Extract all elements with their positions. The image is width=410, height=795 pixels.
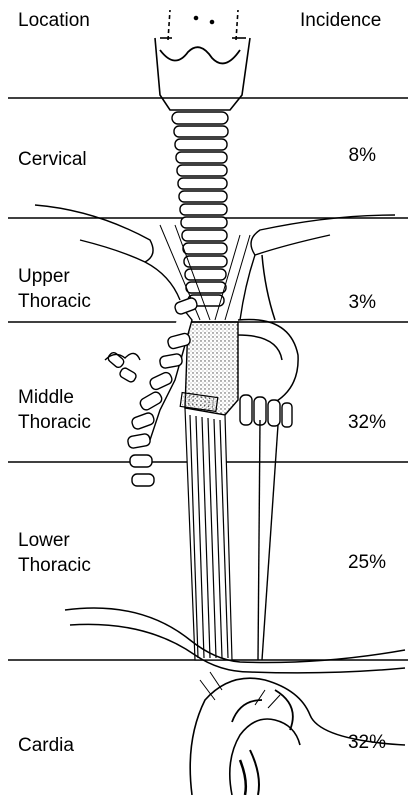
incidence-header: Incidence xyxy=(300,8,381,33)
zone-name-line: Lower xyxy=(18,528,91,553)
zone-label-lower-thoracic: Lower Thoracic xyxy=(18,528,91,578)
diaphragm-icon xyxy=(65,608,405,673)
zone-name-line: Cardia xyxy=(18,733,74,758)
trachea-rings xyxy=(172,112,228,306)
zone-name-line: Thoracic xyxy=(18,289,91,314)
zone-name-line: Middle xyxy=(18,385,91,410)
incidence-upper-thoracic: 3% xyxy=(286,290,376,315)
location-header: Location xyxy=(18,8,90,33)
bronchi-icon xyxy=(105,297,198,486)
zone-name-line: Thoracic xyxy=(18,410,91,435)
zone-name-line: Upper xyxy=(18,264,91,289)
descending-aorta-icon xyxy=(258,420,278,660)
zone-name-line: Cervical xyxy=(18,147,87,172)
zone-label-cervical: Cervical xyxy=(18,147,87,172)
incidence-middle-thoracic: 32% xyxy=(296,410,386,435)
incidence-cervical: 8% xyxy=(286,143,376,168)
zone-label-cardia: Cardia xyxy=(18,733,74,758)
incidence-lower-thoracic: 25% xyxy=(296,550,386,575)
incidence-cardia: 32% xyxy=(296,730,386,755)
zone-name-line: Thoracic xyxy=(18,553,91,578)
right-bronchus-icon xyxy=(240,395,292,427)
zone-label-middle-thoracic: Middle Thoracic xyxy=(18,385,91,435)
esophagus-lower-muscle xyxy=(180,393,232,660)
zone-label-upper-thoracic: Upper Thoracic xyxy=(18,264,91,314)
larynx-icon xyxy=(155,10,250,110)
aortic-arch-icon xyxy=(238,255,298,405)
